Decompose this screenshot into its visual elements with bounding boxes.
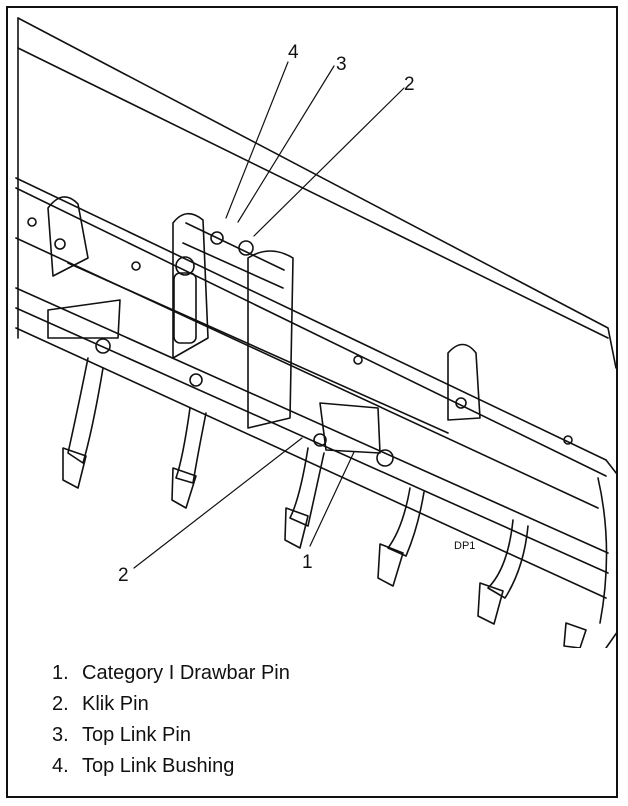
left-bracket <box>47 196 89 277</box>
legend-number: 2. <box>52 693 69 715</box>
callout-1: 1 <box>302 552 313 573</box>
lower-bracket-left <box>47 299 121 354</box>
legend-item: 3. Top Link Pin <box>52 720 290 751</box>
parts-legend: 1. Category I Drawbar Pin 2. Klik Pin 3. To… <box>52 658 290 782</box>
leader-lines <box>133 61 405 569</box>
top-link-mast <box>172 212 294 429</box>
legend-item: 4. Top Link Bushing <box>52 751 290 782</box>
teeth <box>62 447 587 648</box>
callout-2-top: 2 <box>404 74 415 95</box>
drawing-tag: DP1 <box>454 540 475 552</box>
leader-line-2-bottom <box>133 437 303 569</box>
leader-line-4 <box>225 61 289 219</box>
callout-4: 4 <box>288 42 299 63</box>
legend-item: 2. Klik Pin <box>52 689 290 720</box>
leader-line-2-top <box>253 87 405 237</box>
callout-3: 3 <box>336 54 347 75</box>
legend-label: Top Link Bushing <box>82 755 235 777</box>
upper-rail <box>15 217 599 509</box>
legend-label: Klik Pin <box>82 693 149 715</box>
legend-number: 1. <box>52 662 69 684</box>
legend-number: 4. <box>52 755 69 777</box>
bucket-body <box>15 17 616 648</box>
shanks <box>67 357 529 599</box>
legend-label: Top Link Pin <box>82 724 191 746</box>
legend-label: Category I Drawbar Pin <box>82 662 290 684</box>
figure-frame: 4 3 2 2 1 DP1 1. Category I Drawbar Pin 2… <box>6 6 618 798</box>
legend-item: 1. Category I Drawbar Pin <box>52 658 290 689</box>
callout-2-bottom: 2 <box>118 565 129 586</box>
legend-number: 3. <box>52 724 69 746</box>
right-bracket <box>447 343 481 421</box>
lower-bracket-center <box>313 402 394 467</box>
leader-line-1 <box>309 451 355 547</box>
leader-line-3 <box>237 65 335 223</box>
implement-drawing: 4 3 2 2 1 DP1 <box>15 17 616 648</box>
toolbar-beam <box>15 262 609 599</box>
